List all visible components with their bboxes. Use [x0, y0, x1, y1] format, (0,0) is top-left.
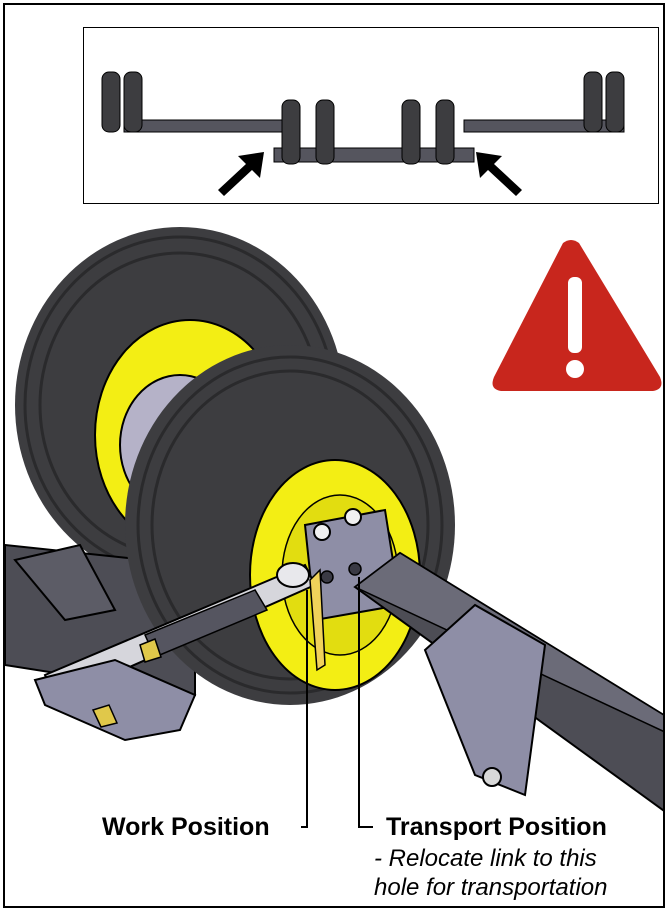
arrow-icon [476, 152, 522, 196]
transport-note: - Relocate link to this hole for transpo… [374, 844, 663, 902]
work-hole [320, 570, 334, 584]
transport-note-line: hole for transportation [374, 874, 608, 901]
transport-note-line: - Relocate link to this [374, 845, 597, 872]
frame-tube [353, 551, 663, 812]
work-position-label: Work Position [102, 813, 270, 841]
turnbuckle-link [33, 562, 317, 742]
warning-triangle-icon [492, 240, 662, 391]
leader-lines [301, 577, 373, 828]
figure-frame: Work Position Transport Position - Reloc… [3, 3, 665, 908]
front-wheel [125, 345, 455, 705]
overview-inset [83, 27, 659, 204]
implement-overview [101, 71, 625, 196]
lynch-pin [309, 568, 326, 672]
transport-hole [348, 562, 362, 576]
arrow-icon [218, 152, 264, 196]
transport-position-label: Transport Position [386, 813, 607, 841]
wheel-hub-illustration [5, 227, 663, 828]
